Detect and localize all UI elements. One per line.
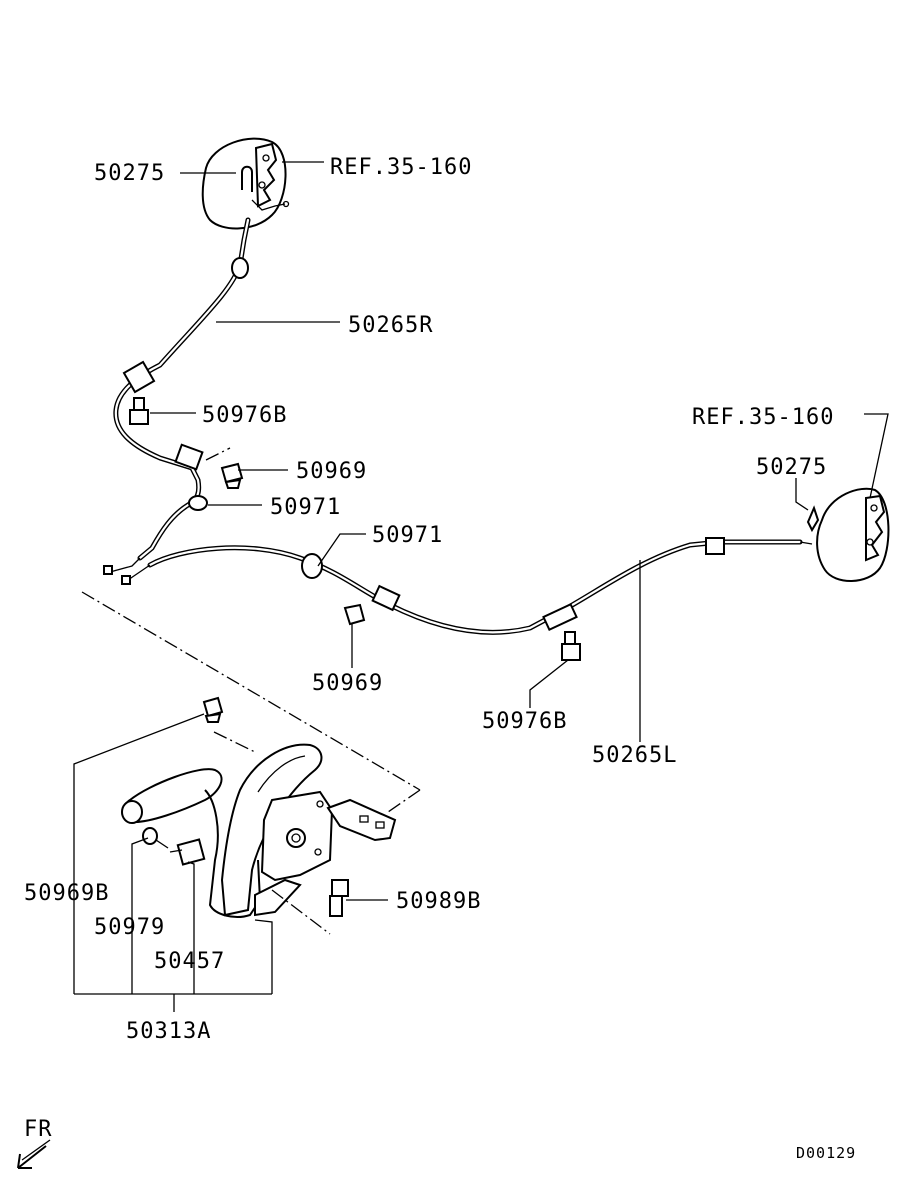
label-50969-right: 50969 bbox=[296, 459, 367, 484]
left-brake-backing-plate bbox=[806, 487, 890, 582]
label-50275-right: 50275 bbox=[94, 161, 165, 186]
label-50976b-left: 50976B bbox=[482, 709, 567, 734]
label-50265l: 50265L bbox=[592, 743, 677, 768]
label-50313a: 50313A bbox=[126, 1019, 211, 1044]
label-50971-left: 50971 bbox=[372, 523, 443, 548]
left-parking-brake-cable bbox=[121, 537, 867, 635]
front-label: FR bbox=[24, 1117, 53, 1142]
label-ref-right: REF.35-160 bbox=[330, 155, 472, 180]
label-50457: 50457 bbox=[154, 949, 225, 974]
label-ref-left: REF.35-160 bbox=[692, 405, 834, 430]
front-direction-arrow-icon: FR bbox=[17, 1117, 53, 1169]
label-50971-right: 50971 bbox=[270, 495, 341, 520]
right-brake-backing-plate bbox=[201, 137, 290, 230]
clip-50969-left bbox=[343, 603, 366, 626]
bolt-50989b bbox=[329, 879, 349, 917]
label-50989b: 50989B bbox=[396, 889, 481, 914]
right-parking-brake-cable bbox=[103, 217, 251, 575]
bolt-50976b-left bbox=[561, 631, 581, 661]
label-50265r: 50265R bbox=[348, 313, 433, 338]
clip-50969b bbox=[202, 696, 224, 723]
label-50969b: 50969B bbox=[24, 881, 109, 906]
bolt-50976b-right bbox=[129, 397, 149, 425]
diagram-code: D00129 bbox=[796, 1144, 856, 1162]
parking-brake-lever-assembly bbox=[121, 743, 397, 918]
label-50969-left: 50969 bbox=[312, 671, 383, 696]
reference-lines bbox=[81, 447, 421, 935]
label-50979: 50979 bbox=[94, 915, 165, 940]
leader-lines bbox=[73, 161, 889, 1012]
label-50976b-right: 50976B bbox=[202, 403, 287, 428]
clip-50969-right bbox=[220, 462, 244, 489]
label-50275-left: 50275 bbox=[756, 455, 827, 480]
grommet-50971-right bbox=[188, 495, 208, 511]
